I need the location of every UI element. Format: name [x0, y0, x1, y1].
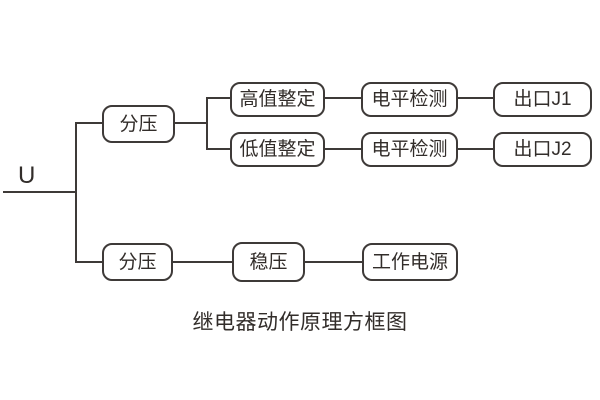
level-detect-to-output-j2-line — [458, 148, 494, 150]
block-label: 分压 — [119, 113, 158, 135]
block-label: 低值整定 — [239, 139, 316, 160]
block-high-value-setting: 高值整定 — [230, 82, 325, 117]
block-label: 电平检测 — [371, 89, 448, 110]
high-setting-to-level-detect-line — [325, 97, 362, 99]
diagram-caption: 继电器动作原理方框图 — [192, 311, 408, 334]
block-level-detect-1: 电平检测 — [361, 82, 458, 117]
block-output-j1: 出口J1 — [493, 82, 592, 117]
block-level-detect-2: 电平检测 — [361, 132, 458, 167]
block-working-power: 工作电源 — [362, 243, 458, 281]
branch-to-low-setting-line — [208, 148, 232, 150]
block-voltage-divider-top: 分压 — [102, 105, 175, 143]
block-voltage-divider-bottom: 分压 — [102, 243, 173, 281]
input-line — [3, 191, 76, 193]
block-label: 分压 — [118, 251, 157, 273]
block-voltage-regulator: 稳压 — [232, 242, 305, 282]
divider-top-output-line — [175, 122, 208, 124]
trunk-to-divider-bottom-line — [75, 261, 104, 263]
divider-to-regulator-line — [173, 261, 233, 263]
trunk-line — [75, 122, 77, 263]
block-label: 出口J2 — [513, 139, 572, 160]
branch-vertical-line — [206, 97, 208, 150]
regulator-to-power-line — [303, 261, 363, 263]
block-label: 出口J1 — [513, 89, 572, 110]
block-label: 电平检测 — [371, 139, 448, 160]
trunk-to-divider-top-line — [75, 122, 104, 124]
branch-to-high-setting-line — [208, 97, 232, 99]
block-label: 高值整定 — [239, 89, 316, 110]
block-output-j2: 出口J2 — [493, 132, 592, 167]
input-voltage-label: U — [18, 162, 36, 189]
block-label: 稳压 — [249, 251, 288, 273]
block-label: 工作电源 — [371, 251, 448, 273]
low-setting-to-level-detect-line — [325, 148, 362, 150]
block-low-value-setting: 低值整定 — [230, 132, 325, 167]
level-detect-to-output-j1-line — [458, 97, 494, 99]
